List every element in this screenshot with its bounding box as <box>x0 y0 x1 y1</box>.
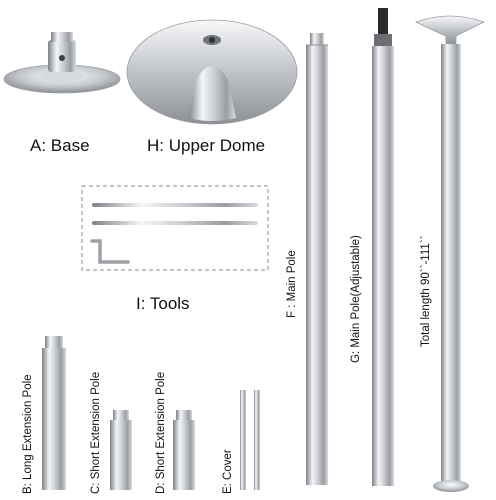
total-length-label: Total length 90``-111`` <box>420 235 432 347</box>
tools-label: I: Tools <box>136 294 190 313</box>
cover-label: E: Cover <box>222 449 234 494</box>
main-pole-label: F : Main Pole <box>286 250 298 318</box>
main-pole-adjustable-label: G: Main Pole(Adjustable) <box>350 235 362 363</box>
upper-dome-part <box>126 19 298 125</box>
assembled-pole <box>414 15 486 492</box>
main-pole-g <box>372 8 394 486</box>
cover-part <box>240 390 260 490</box>
short-extension-pole-c <box>110 410 132 490</box>
upper-dome-label: H: Upper Dome <box>147 136 266 155</box>
base-label: A: Base <box>30 136 90 155</box>
short-extension-c-label: C: Short Extension Pole <box>90 371 102 494</box>
long-extension-pole <box>42 336 66 490</box>
short-extension-d-label: D: Short Extension Pole <box>155 371 167 494</box>
main-pole-f <box>306 33 328 485</box>
long-extension-label: B: Long Extension Pole <box>22 374 34 494</box>
base-part <box>3 32 121 94</box>
tools-box <box>81 185 269 271</box>
short-extension-pole-d <box>173 410 195 490</box>
